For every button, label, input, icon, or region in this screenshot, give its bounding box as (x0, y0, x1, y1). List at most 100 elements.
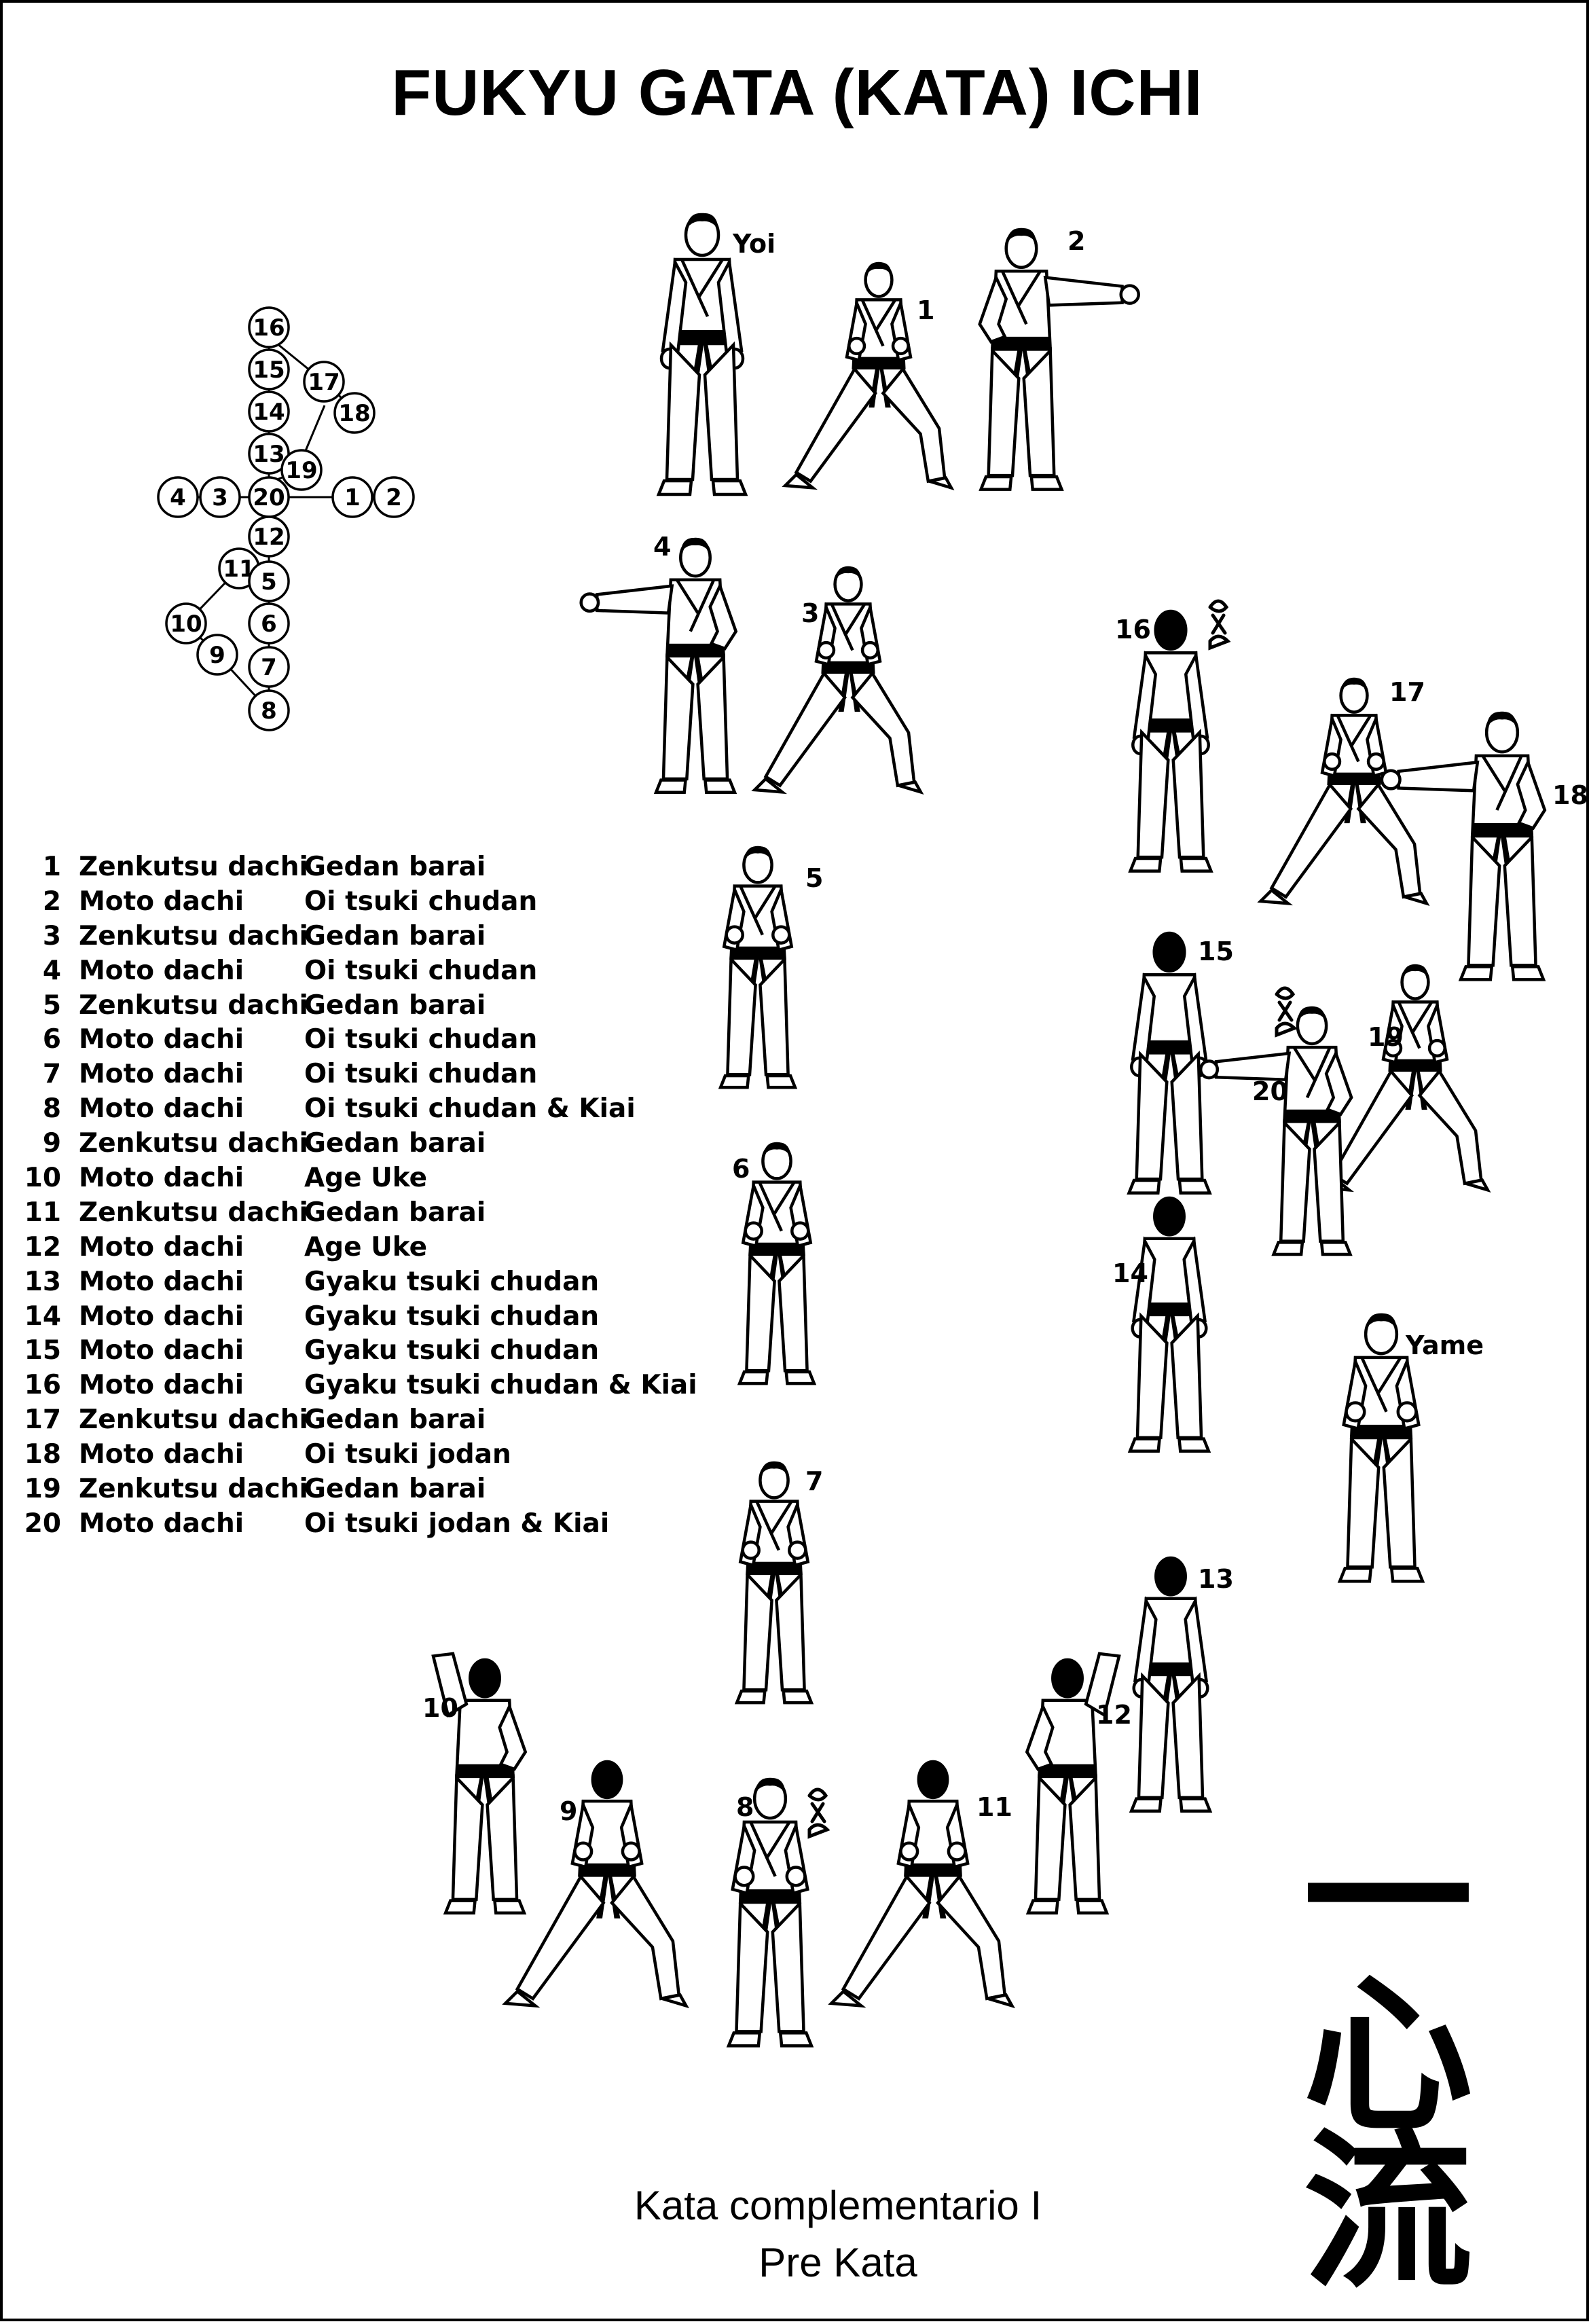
step-stance: Moto dachi (79, 955, 244, 986)
step-number: 14 (24, 1301, 61, 1332)
step-number: 19 (24, 1474, 61, 1505)
calligraphy-char-1: 一 (1303, 1799, 1473, 1999)
step-number: 6 (42, 1024, 61, 1055)
figure-label: 19 (1368, 1022, 1404, 1052)
diagram-node-label: 20 (253, 484, 285, 511)
step-technique: Oi tsuki jodan (304, 1439, 511, 1470)
diagram-node-label: 9 (209, 642, 225, 669)
calligraphy-char-2: 心 (1303, 1955, 1473, 2155)
step-number: 7 (42, 1059, 61, 1090)
diagram-node-label: 14 (253, 399, 285, 426)
calligraphy-char-3: 流 (1303, 2111, 1473, 2311)
step-technique: Age Uke (304, 1163, 428, 1194)
step-stance: Zenkutsu dachi (79, 852, 308, 882)
diagram-node: 4 (157, 476, 199, 518)
step-number: 4 (42, 955, 61, 986)
diagram-node: 17 (303, 361, 345, 403)
diagram-node: 12 (248, 515, 290, 558)
karateka-figure (1380, 711, 1547, 981)
figure-label: 20 (1252, 1076, 1288, 1106)
karateka-figure (782, 261, 955, 491)
step-number: 10 (24, 1163, 61, 1194)
figure-label: 9 (560, 1796, 577, 1826)
figure-label: 5 (805, 863, 823, 893)
diagram-node-label: 6 (261, 611, 277, 638)
karateka-figure (978, 228, 1140, 491)
step-stance: Zenkutsu dachi (79, 1128, 308, 1159)
step-stance: Moto dachi (79, 1439, 244, 1470)
karateka-figure (1127, 931, 1212, 1195)
step-technique: Gyaku tsuki chudan & Kiai (304, 1370, 697, 1401)
step-stance: Zenkutsu dachi (79, 1197, 308, 1228)
karateka-figure (656, 213, 748, 496)
step-technique: Gedan barai (304, 920, 486, 951)
figure-label: 12 (1096, 1700, 1132, 1730)
diagram-node: 9 (196, 634, 238, 676)
step-stance: Moto dachi (79, 1231, 244, 1263)
step-stance: Moto dachi (79, 1024, 244, 1055)
diagram-node-label: 17 (308, 369, 340, 396)
figure-label: 7 (805, 1466, 823, 1496)
step-technique: Gyaku tsuki chudan (304, 1266, 600, 1297)
step-number: 18 (24, 1439, 61, 1470)
diagram-node: 20 (248, 476, 290, 518)
step-technique: Gedan barai (304, 989, 486, 1021)
step-stance: Zenkutsu dachi (79, 1404, 308, 1436)
diagram-node-label: 8 (261, 697, 277, 725)
figure-label: 10 (422, 1693, 458, 1723)
diagram-node: 1 (331, 476, 373, 518)
step-technique: Gedan barai (304, 852, 486, 882)
step-stance: Moto dachi (79, 1370, 244, 1401)
step-technique: Gyaku tsuki chudan (304, 1335, 600, 1366)
karateka-figure (1199, 1006, 1353, 1256)
karateka-figure (1129, 1556, 1213, 1813)
step-stance: Zenkutsu dachi (79, 989, 308, 1021)
karateka-figure (1318, 964, 1491, 1193)
step-number: 13 (24, 1266, 61, 1297)
diagram-node-label: 15 (253, 357, 285, 384)
step-technique: Oi tsuki jodan & Kiai (304, 1508, 610, 1539)
step-stance: Moto dachi (79, 886, 244, 917)
footer-line-1: Kata complementario I (634, 2183, 1042, 2228)
karateka-figure (1337, 1313, 1425, 1583)
karateka-figure (737, 1142, 817, 1385)
diagram-node-label: 13 (253, 441, 285, 468)
karateka-figure (718, 846, 798, 1089)
step-number: 5 (42, 989, 61, 1021)
diagram-node: 11 (218, 547, 260, 589)
step-stance: Moto dachi (79, 1301, 244, 1332)
kiai-mark-icon (1208, 599, 1231, 651)
step-stance: Moto dachi (79, 1163, 244, 1194)
diagram-node-label: 19 (285, 457, 317, 484)
diagram-node: 15 (248, 348, 290, 391)
figure-label: 8 (736, 1792, 754, 1822)
step-stance: Moto dachi (79, 1335, 244, 1366)
step-number: 9 (42, 1128, 61, 1159)
calligraphy-ishinryu: 一 心 流 (1303, 1799, 1473, 2311)
step-technique: Gedan barai (304, 1197, 486, 1228)
figure-label: 6 (732, 1154, 750, 1184)
figure-label: 1 (917, 295, 934, 325)
karateka-figure (751, 566, 924, 795)
step-number: 20 (24, 1508, 61, 1539)
step-stance: Moto dachi (79, 1093, 244, 1125)
figure-label: 13 (1198, 1564, 1234, 1594)
figure-label: 14 (1112, 1258, 1148, 1288)
diagram-node: 3 (199, 476, 241, 518)
kiai-mark-icon (1275, 986, 1298, 1038)
